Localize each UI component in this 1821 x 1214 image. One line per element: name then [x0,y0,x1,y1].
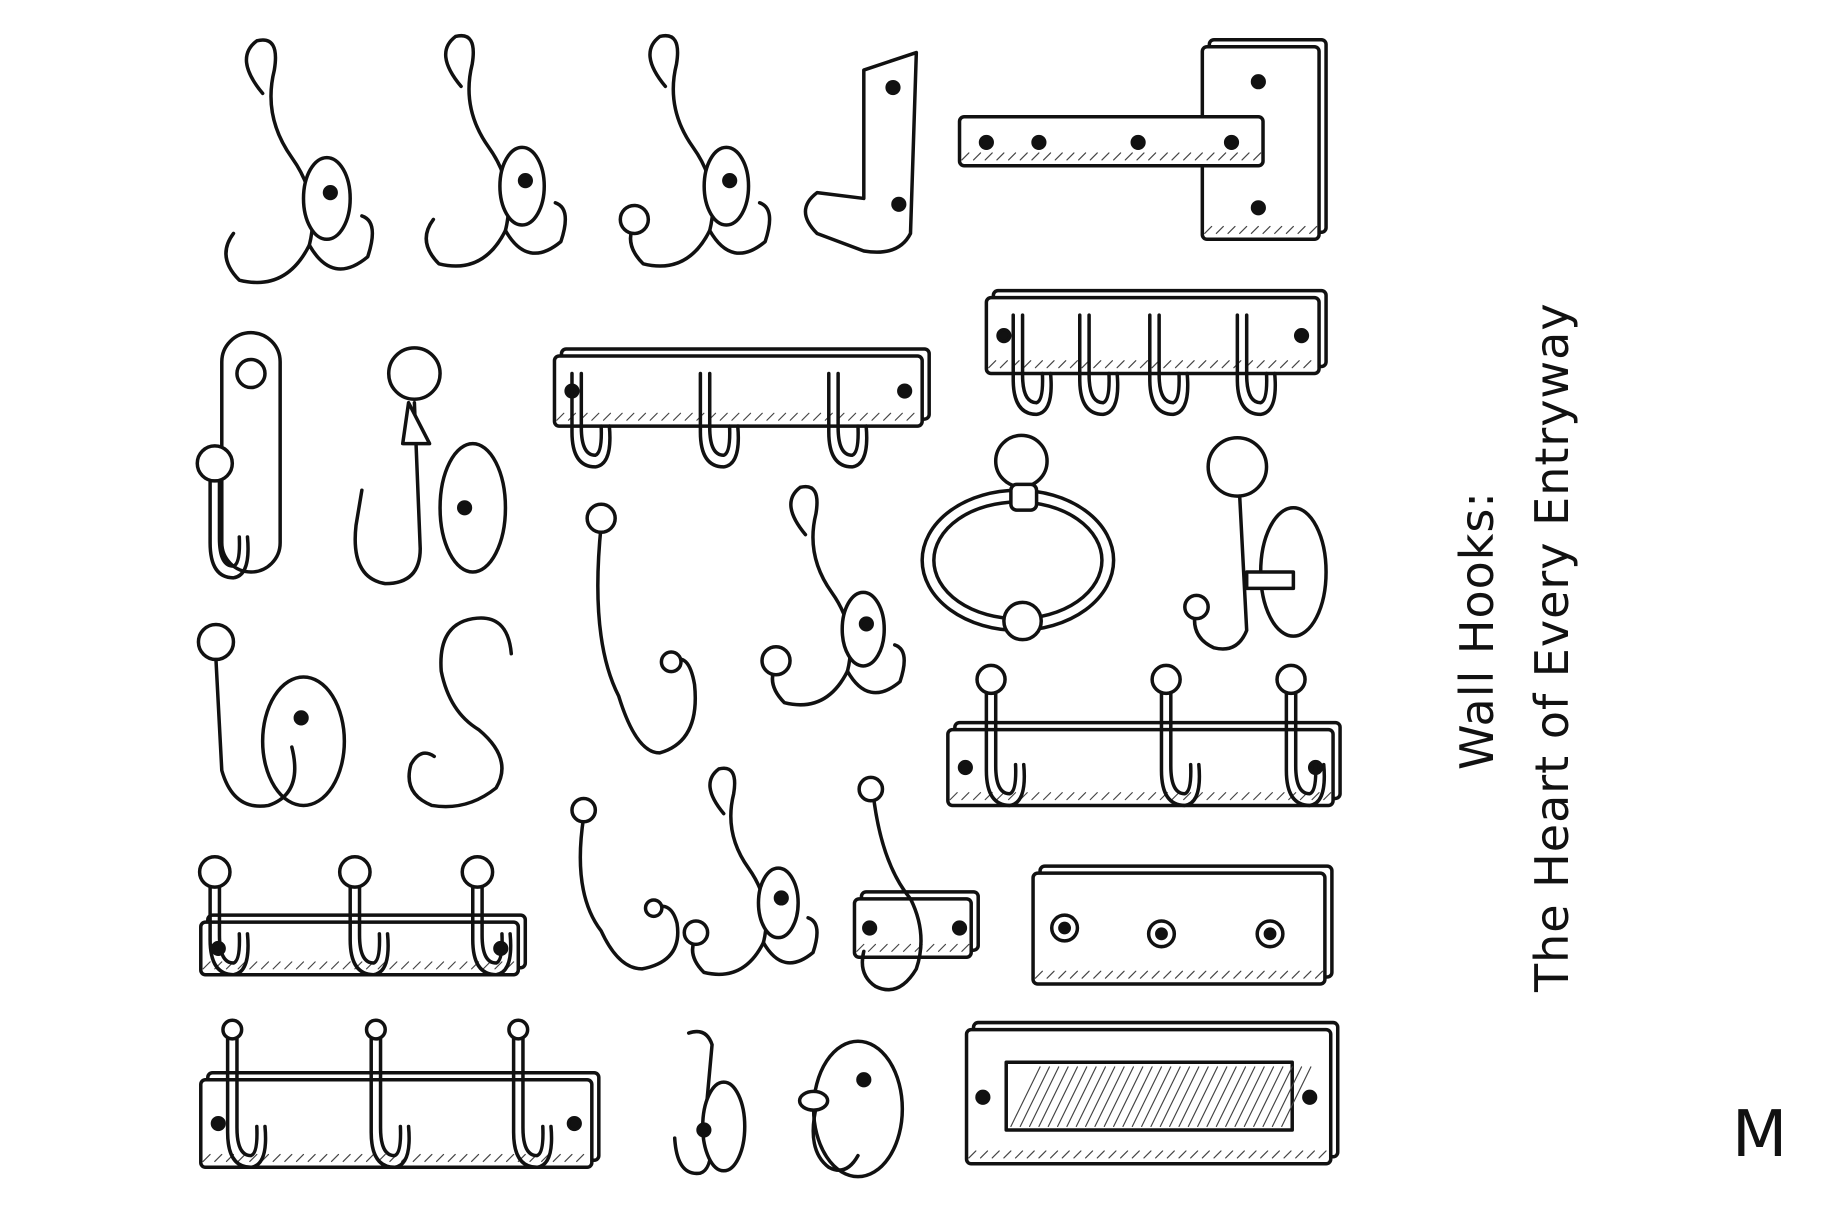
small-double-hook [672,1029,747,1176]
rack-hook [698,371,741,469]
double-hook-5 [682,766,819,977]
hook-with-plate [195,330,282,580]
s-hook [407,616,514,809]
rack-hook [460,855,513,977]
plain-plate [1031,864,1334,986]
rack-hook [1011,313,1053,417]
double-hook-3 [618,33,772,268]
rack-hook [975,663,1027,808]
rack-hook [1148,313,1190,417]
peg-rack-balls [946,663,1342,808]
hook-on-plate [852,775,980,992]
rack-hook [507,1018,554,1170]
brand-mark: M [1732,1098,1788,1172]
coat-rack-3-hooks [552,347,931,469]
title-line-2: The Heart of Every Entryway [1525,302,1579,992]
ring-pull [920,433,1116,642]
small-oval-hook [797,1039,905,1179]
coat-rack-ball-hooks [197,855,528,977]
cup-hook-1 [585,502,697,755]
rack-hook [1150,663,1202,808]
t-bracket [957,37,1328,242]
rack-hook [827,371,869,469]
cup-hook-2 [570,796,680,971]
rack-hook [1235,313,1277,417]
title-line-1: Wall Hooks: [1450,491,1504,770]
coat-rack-plain [199,1018,601,1170]
mail-slot-plate [964,1020,1340,1166]
double-hook-1 [224,38,375,285]
rack-hook [197,855,250,977]
rack-hook [364,1018,411,1170]
ball-hook-oval-plate [196,622,347,808]
rack-hook [221,1018,268,1170]
rack-hook [337,855,390,977]
coat-rack-4-hooks [984,288,1328,417]
double-hook-4 [760,484,906,707]
ball-hook-plate-right [1183,435,1328,651]
rack-hook [1078,313,1120,417]
rack-hook [570,371,612,469]
double-hook-2 [424,33,568,268]
ball-hook-round-plate [353,346,508,586]
rack-hook [1275,663,1327,808]
j-hook-plate [803,50,919,254]
